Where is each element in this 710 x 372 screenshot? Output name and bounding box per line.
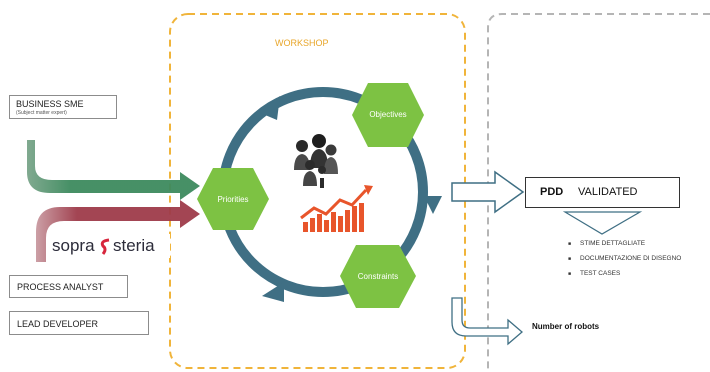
- robots-output-arrow: [451, 297, 523, 346]
- output-frame: [487, 13, 710, 372]
- hexagon-objectives: [352, 83, 424, 147]
- sopra-steria-logo: sopra steria: [50, 234, 170, 258]
- red-input-arrow: [36, 200, 200, 262]
- list-item: STIME DETTAGLIATE: [568, 239, 681, 254]
- objectives-label: Objectives: [369, 110, 407, 119]
- logo-text-steria: steria: [113, 236, 155, 255]
- people-icon: [294, 134, 338, 188]
- deliverables-list: STIME DETTAGLIATE DOCUMENTAZIONE DI DISE…: [568, 239, 681, 284]
- pdd-label: PDD: [540, 186, 564, 198]
- green-input-arrow: [27, 140, 200, 200]
- cycle-arrowhead-top: [258, 96, 280, 120]
- lead-developer-label: LEAD DEVELOPER: [17, 319, 99, 329]
- pdd-validated-box: PDD VALIDATED: [525, 177, 680, 208]
- business-sme-sublabel: (Subject matter expert): [16, 110, 67, 116]
- pdd-output-arrow: [451, 170, 525, 214]
- business-sme-label: BUSINESS SME: [16, 99, 84, 109]
- number-of-robots-label: Number of robots: [532, 322, 600, 331]
- validated-label: VALIDATED: [578, 186, 638, 198]
- hexagon-constraints: [340, 245, 416, 308]
- list-item: TEST CASES: [568, 269, 681, 284]
- process-analyst-label: PROCESS ANALYST: [17, 282, 104, 292]
- logo-text-sopra: sopra: [52, 236, 95, 255]
- hexagon-priorities: [197, 168, 269, 230]
- lead-developer-box: LEAD DEVELOPER: [9, 311, 149, 335]
- validated-triangle: [562, 211, 643, 235]
- priorities-label: Priorities: [217, 195, 249, 204]
- business-sme-box: BUSINESS SME (Subject matter expert): [9, 95, 117, 119]
- workshop-title: WORKSHOP: [275, 38, 329, 48]
- constraints-label: Constraints: [357, 272, 399, 281]
- process-analyst-box: PROCESS ANALYST: [9, 275, 128, 298]
- cycle-arrowhead-right: [424, 196, 442, 214]
- logo-mark-icon: [100, 238, 110, 255]
- growth-chart-icon: [300, 185, 373, 232]
- list-item: DOCUMENTAZIONE DI DISEGNO: [568, 254, 681, 269]
- cycle-arrowhead-bottom: [262, 282, 284, 302]
